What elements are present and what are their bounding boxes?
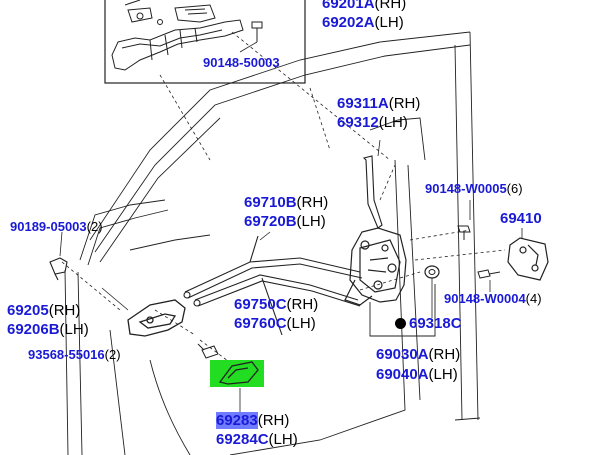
- side-rh: (RH): [286, 296, 319, 313]
- screw-icon: [477, 269, 501, 279]
- clip-icon: [49, 257, 68, 281]
- side-rh: (RH): [374, 0, 407, 12]
- screw-icon: [197, 343, 219, 359]
- striker-icon: [507, 237, 549, 281]
- part-number-90189-05003[interactable]: 90189-05003: [10, 219, 87, 234]
- side-lh: (LH): [296, 213, 326, 230]
- inside-handle-icon: [127, 299, 186, 337]
- side-rh: (RH): [48, 302, 81, 319]
- inset-box: [104, 0, 306, 84]
- part-number-69284C[interactable]: 69284C: [216, 431, 269, 448]
- label-90189-05003: 90189-05003(2): [10, 218, 103, 235]
- label-69202A: 69202A(LH): [322, 14, 404, 31]
- label-90148-W0004: 90148-W0004(4): [444, 290, 542, 307]
- part-number-69206B[interactable]: 69206B: [7, 321, 60, 338]
- side-lh: (LH): [268, 431, 298, 448]
- part-number-69205[interactable]: 69205: [7, 302, 49, 319]
- bullet-dot: [395, 318, 406, 329]
- part-number-69720B[interactable]: 69720B: [244, 213, 297, 230]
- side-rh: (RH): [428, 346, 461, 363]
- part-number-69311A[interactable]: 69311A: [337, 95, 389, 112]
- part-number-69318C[interactable]: 69318C: [409, 315, 462, 332]
- part-number-69030A[interactable]: 69030A: [376, 346, 429, 363]
- part-number-69040A[interactable]: 69040A: [376, 366, 429, 383]
- side-lh: (LH): [428, 366, 458, 383]
- part-number-69760C[interactable]: 69760C: [234, 315, 287, 332]
- label-69205: 69205(RH): [7, 302, 80, 319]
- part-number-69201A[interactable]: 69201A: [322, 0, 375, 12]
- label-69284C: 69284C(LH): [216, 431, 298, 448]
- label-90148-50003: 90148-50003: [203, 54, 280, 71]
- part-number-69710B[interactable]: 69710B: [244, 194, 297, 211]
- part-number-90148-50003[interactable]: 90148-50003: [203, 55, 280, 70]
- label-69750C: 69750C(RH): [234, 296, 318, 313]
- label-69720B: 69720B(LH): [244, 213, 326, 230]
- label-69710B: 69710B(RH): [244, 194, 328, 211]
- label-69318C: 69318C: [395, 315, 462, 332]
- quantity: (2): [86, 219, 103, 234]
- label-69283: 69283(RH): [216, 412, 289, 429]
- label-69760C: 69760C(LH): [234, 315, 316, 332]
- part-number-69312[interactable]: 69312: [337, 114, 379, 131]
- part-number-90148-W0005[interactable]: 90148-W0005: [425, 181, 507, 196]
- quantity: (4): [525, 291, 542, 306]
- side-lh: (LH): [378, 114, 408, 131]
- label-93568-55016: 93568-55016(2): [28, 346, 121, 363]
- side-rh: (RH): [257, 412, 290, 429]
- quantity: (6): [506, 181, 523, 196]
- label-69311A: 69311A(RH): [337, 95, 420, 112]
- part-number-69750C[interactable]: 69750C: [234, 296, 287, 313]
- part-number-93568-55016[interactable]: 93568-55016: [28, 347, 105, 362]
- bolt-icon: [251, 21, 263, 42]
- side-rh: (RH): [296, 194, 329, 211]
- label-69030A: 69030A(RH): [376, 346, 460, 363]
- part-number-69283[interactable]: 69283: [216, 412, 258, 429]
- side-lh: (LH): [374, 14, 404, 31]
- side-lh: (LH): [59, 321, 89, 338]
- part-number-69202A[interactable]: 69202A: [322, 14, 375, 31]
- side-lh: (LH): [286, 315, 316, 332]
- screw-icon: [457, 225, 471, 240]
- quantity: (2): [104, 347, 121, 362]
- label-69206B: 69206B(LH): [7, 321, 89, 338]
- bushing-icon: [424, 265, 440, 279]
- door-lock-assembly: [344, 227, 407, 306]
- label-69410: 69410: [500, 210, 542, 227]
- label-90148-W0005: 90148-W0005(6): [425, 180, 523, 197]
- door-outline: [64, 31, 481, 455]
- label-69201A: 69201A(RH): [322, 0, 406, 12]
- label-69312: 69312(LH): [337, 114, 408, 131]
- lock-rod: [362, 155, 383, 229]
- part-number-69410[interactable]: 69410: [500, 210, 542, 227]
- handle-cover-icon: [218, 361, 259, 385]
- part-number-90148-W0004[interactable]: 90148-W0004: [444, 291, 526, 306]
- side-rh: (RH): [388, 95, 421, 112]
- label-69040A: 69040A(LH): [376, 366, 458, 383]
- lock-cables: [183, 235, 363, 336]
- outside-handle-sketch: [111, 0, 244, 71]
